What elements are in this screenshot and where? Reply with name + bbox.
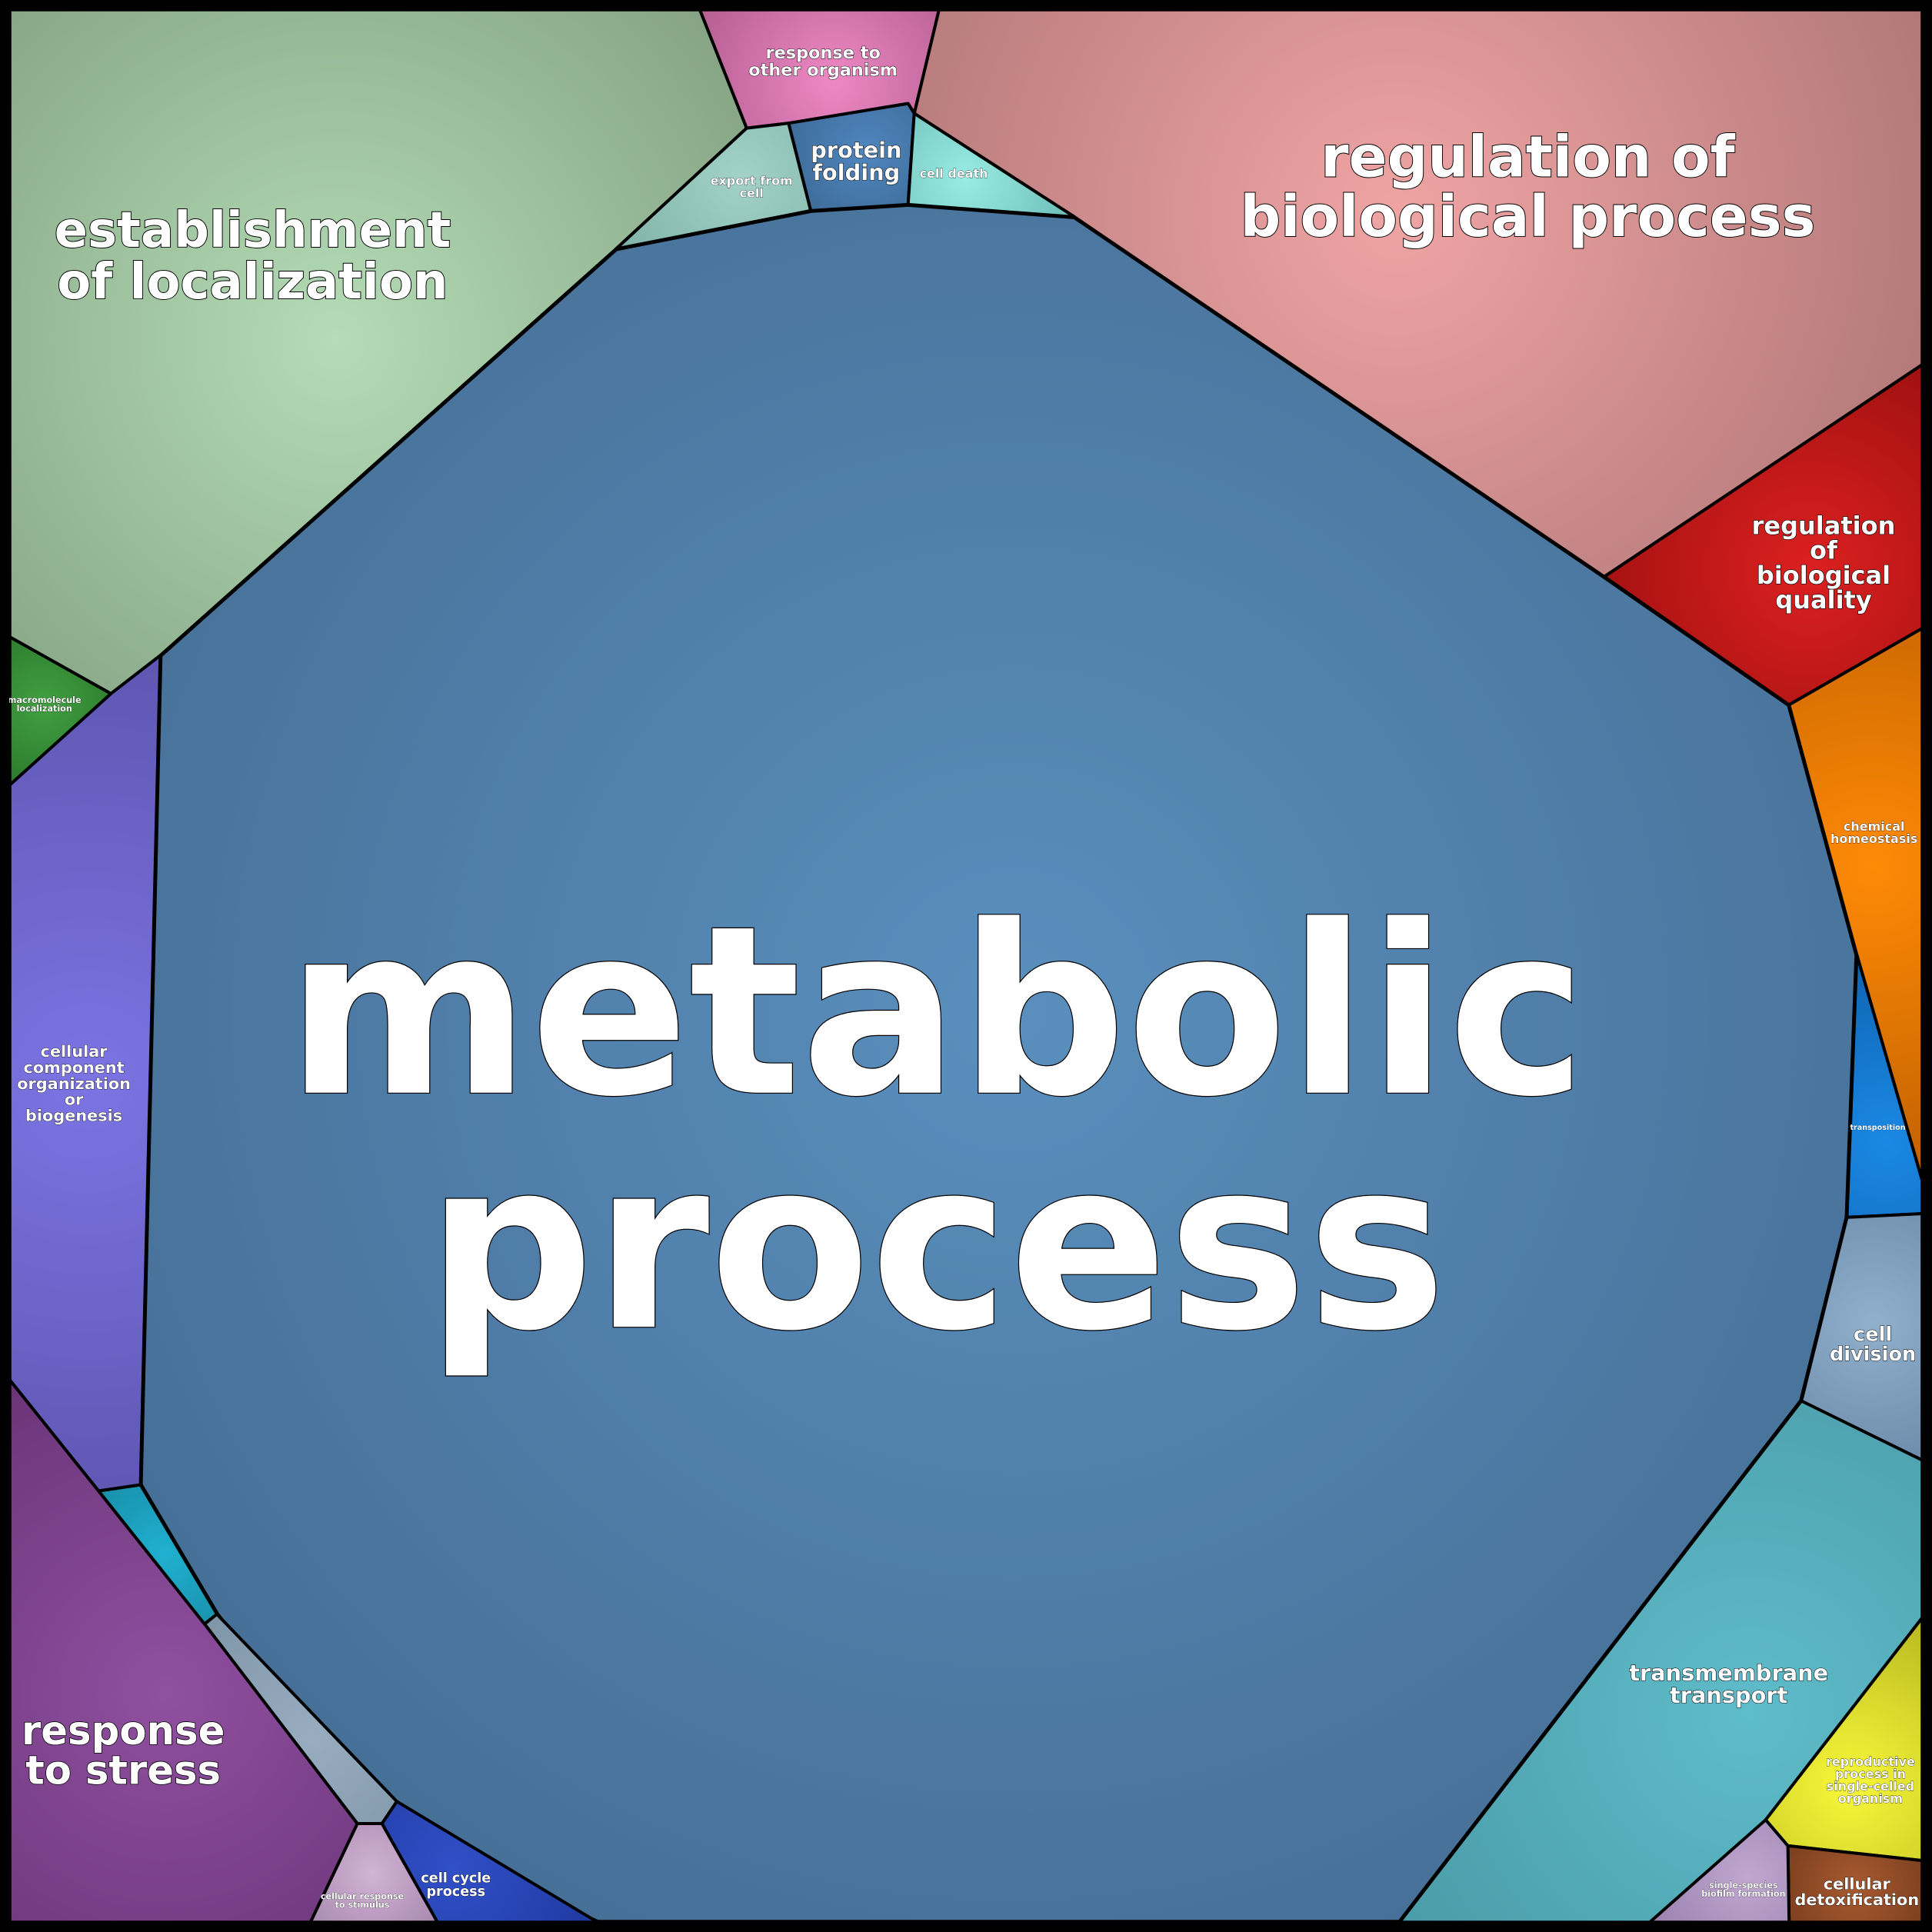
label-line: biological	[1757, 561, 1890, 590]
label-line: other organism	[748, 60, 898, 80]
label-line: chemical	[1844, 819, 1905, 834]
label-line: regulation	[1752, 511, 1896, 541]
label-line: single-celled	[1827, 1779, 1914, 1794]
label-line: establishment	[55, 202, 451, 258]
label-line: biofilm formation	[1701, 1889, 1785, 1899]
label-line: transposition	[1850, 1124, 1905, 1132]
label-line: cell	[740, 185, 764, 200]
label-line: quality	[1775, 585, 1872, 615]
label-line: to stimulus	[335, 1900, 390, 1910]
label-line: division	[1830, 1343, 1916, 1366]
label-line: biological process	[1241, 185, 1816, 250]
label-line: transmembrane	[1629, 1660, 1828, 1686]
label-line: macromolecule	[8, 695, 82, 705]
label-line: homeostasis	[1830, 831, 1917, 846]
label-transposition: transposition	[1850, 1124, 1905, 1132]
label-line: cell cycle	[421, 1870, 491, 1886]
label-line: transport	[1670, 1682, 1788, 1708]
label-cell-death: cell death	[919, 165, 988, 180]
label-line: detoxification	[1794, 1890, 1919, 1909]
label-line: regulation of	[1321, 125, 1735, 191]
label-line: response to	[766, 42, 881, 62]
label-line: or	[65, 1091, 84, 1109]
cell-export-from-cell	[615, 122, 813, 251]
label-line: folding	[813, 159, 901, 185]
label-line: response	[22, 1708, 225, 1754]
label-line: of localization	[57, 254, 448, 311]
label-line: single-species	[1709, 1880, 1778, 1890]
label-line: cellular	[41, 1042, 108, 1061]
label-line: protein	[811, 137, 901, 163]
label-line: cell	[1854, 1324, 1892, 1347]
label-line: process in	[1835, 1766, 1906, 1780]
label-line: organization	[17, 1074, 131, 1093]
cell-cell-death	[906, 112, 1076, 218]
label-line: cell death	[919, 165, 988, 180]
cell-single-species-biofilm-formation	[1648, 1818, 1791, 1924]
label-line: metabolic	[286, 875, 1587, 1148]
label-line: localization	[17, 704, 72, 714]
label-line: of	[1810, 536, 1838, 565]
label-line: export from	[711, 173, 793, 188]
label-line: to stress	[25, 1747, 221, 1794]
label-line: component	[24, 1058, 125, 1077]
label-line: reproductive	[1826, 1754, 1915, 1768]
label-line: organism	[1838, 1791, 1903, 1806]
label-line: process	[426, 1884, 485, 1900]
cell-macromolecule-localization	[8, 635, 113, 787]
label-line: process	[426, 1109, 1446, 1382]
label-line: biogenesis	[25, 1106, 122, 1124]
label-line: cellular response	[321, 1891, 405, 1901]
label-line: cellular	[1824, 1874, 1891, 1893]
cells-layer	[8, 8, 1924, 1925]
